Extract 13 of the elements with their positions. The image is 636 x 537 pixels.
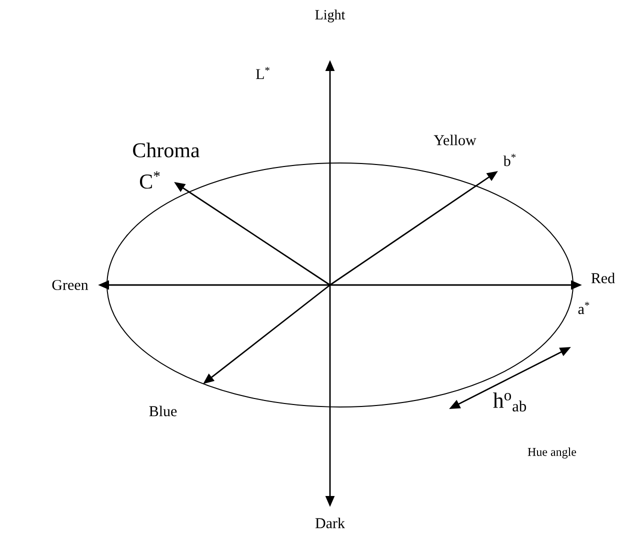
axis-label: Green — [52, 280, 88, 290]
axis-label: Blue — [149, 406, 177, 416]
axis-symbol: b$^{*}$ — [503, 154, 516, 166]
axis-label: Dark — [315, 518, 345, 528]
axis-label: Chroma — [133, 142, 200, 158]
angle-symbol: h$^{o}$ab — [493, 392, 526, 412]
axis-symbol: L$^{*}$ — [256, 66, 270, 80]
caption-text: Hue angle — [528, 448, 576, 458]
axis-symbol: C$^{*}$ — [140, 171, 160, 189]
axis-symbol: a$^{*}$ — [578, 302, 590, 314]
axis-label: Yellow — [434, 134, 476, 146]
axis-label: Light — [315, 10, 346, 22]
axis-label: Red — [591, 272, 615, 284]
